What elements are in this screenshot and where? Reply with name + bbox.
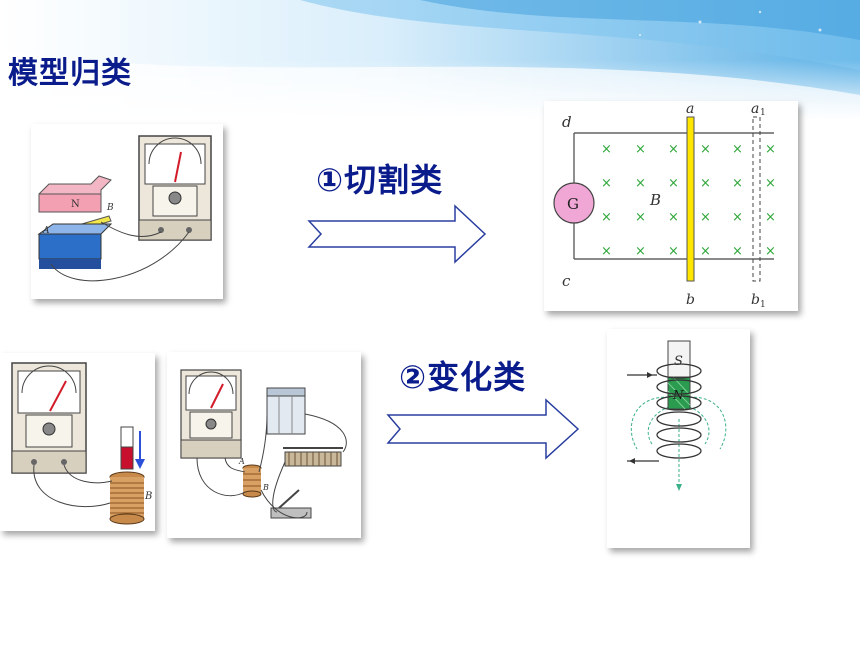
circuit-b-label: B <box>262 483 269 492</box>
svg-text:×: × <box>700 210 711 225</box>
field-markers: × × × × × × × × × × × × × × × × × × × × × × × × <box>601 142 776 259</box>
point-a-label: A <box>42 226 50 236</box>
cutting-arrow-icon <box>307 204 487 264</box>
header-banner <box>0 0 860 120</box>
svg-text:×: × <box>601 176 612 191</box>
svg-text:×: × <box>668 142 679 157</box>
rod1-a-label: a <box>751 101 759 117</box>
circuit-a-label: A <box>238 457 245 466</box>
svg-text:×: × <box>601 142 612 157</box>
slide-title: 模型归类 <box>8 56 132 91</box>
svg-text:×: × <box>668 244 679 259</box>
rod1-a-subscript: 1 <box>760 108 766 118</box>
svg-text:×: × <box>635 142 646 157</box>
svg-text:×: × <box>700 176 711 191</box>
svg-text:×: × <box>601 210 612 225</box>
magnet-pole-n: N <box>71 199 80 210</box>
changing-type-label: ②变化类 <box>399 358 527 396</box>
magnet-n-label: N <box>672 388 684 402</box>
galvanometer-label: G <box>567 195 579 213</box>
experiment-magnet-image: N A B <box>31 124 223 299</box>
experiment-circuit-image: A B <box>167 352 361 538</box>
svg-text:×: × <box>732 176 743 191</box>
svg-text:×: × <box>765 142 776 157</box>
magnet-s-label: S <box>674 354 683 369</box>
svg-text:×: × <box>732 210 743 225</box>
rod1-b-label: b <box>751 292 760 308</box>
svg-text:×: × <box>635 176 646 191</box>
svg-text:×: × <box>668 176 679 191</box>
corner-c-label: c <box>562 272 571 290</box>
svg-text:×: × <box>601 244 612 259</box>
coil-b-label: B <box>144 491 152 502</box>
svg-text:×: × <box>765 176 776 191</box>
svg-text:×: × <box>635 244 646 259</box>
svg-text:×: × <box>668 210 679 225</box>
svg-text:×: × <box>700 244 711 259</box>
svg-text:×: × <box>765 210 776 225</box>
rod-b-label: b <box>686 292 695 308</box>
svg-text:×: × <box>765 244 776 259</box>
svg-text:×: × <box>732 142 743 157</box>
svg-text:×: × <box>732 244 743 259</box>
field-b-label: B <box>649 191 661 209</box>
changing-arrow-icon <box>386 398 580 460</box>
solenoid-diagram-image: S N <box>607 329 750 548</box>
svg-text:×: × <box>700 142 711 157</box>
corner-d-label: d <box>562 113 572 131</box>
svg-text:×: × <box>635 210 646 225</box>
rails-diagram-image: G d c ×××××× ×××××× ×××××× ×××××× B a b … <box>544 101 798 311</box>
rod1-b-subscript: 1 <box>760 300 766 310</box>
rod-a-label: a <box>686 101 694 117</box>
experiment-coil-image: B <box>0 353 155 531</box>
cutting-type-label: ①切割类 <box>316 161 444 199</box>
point-b-label: B <box>106 203 114 213</box>
